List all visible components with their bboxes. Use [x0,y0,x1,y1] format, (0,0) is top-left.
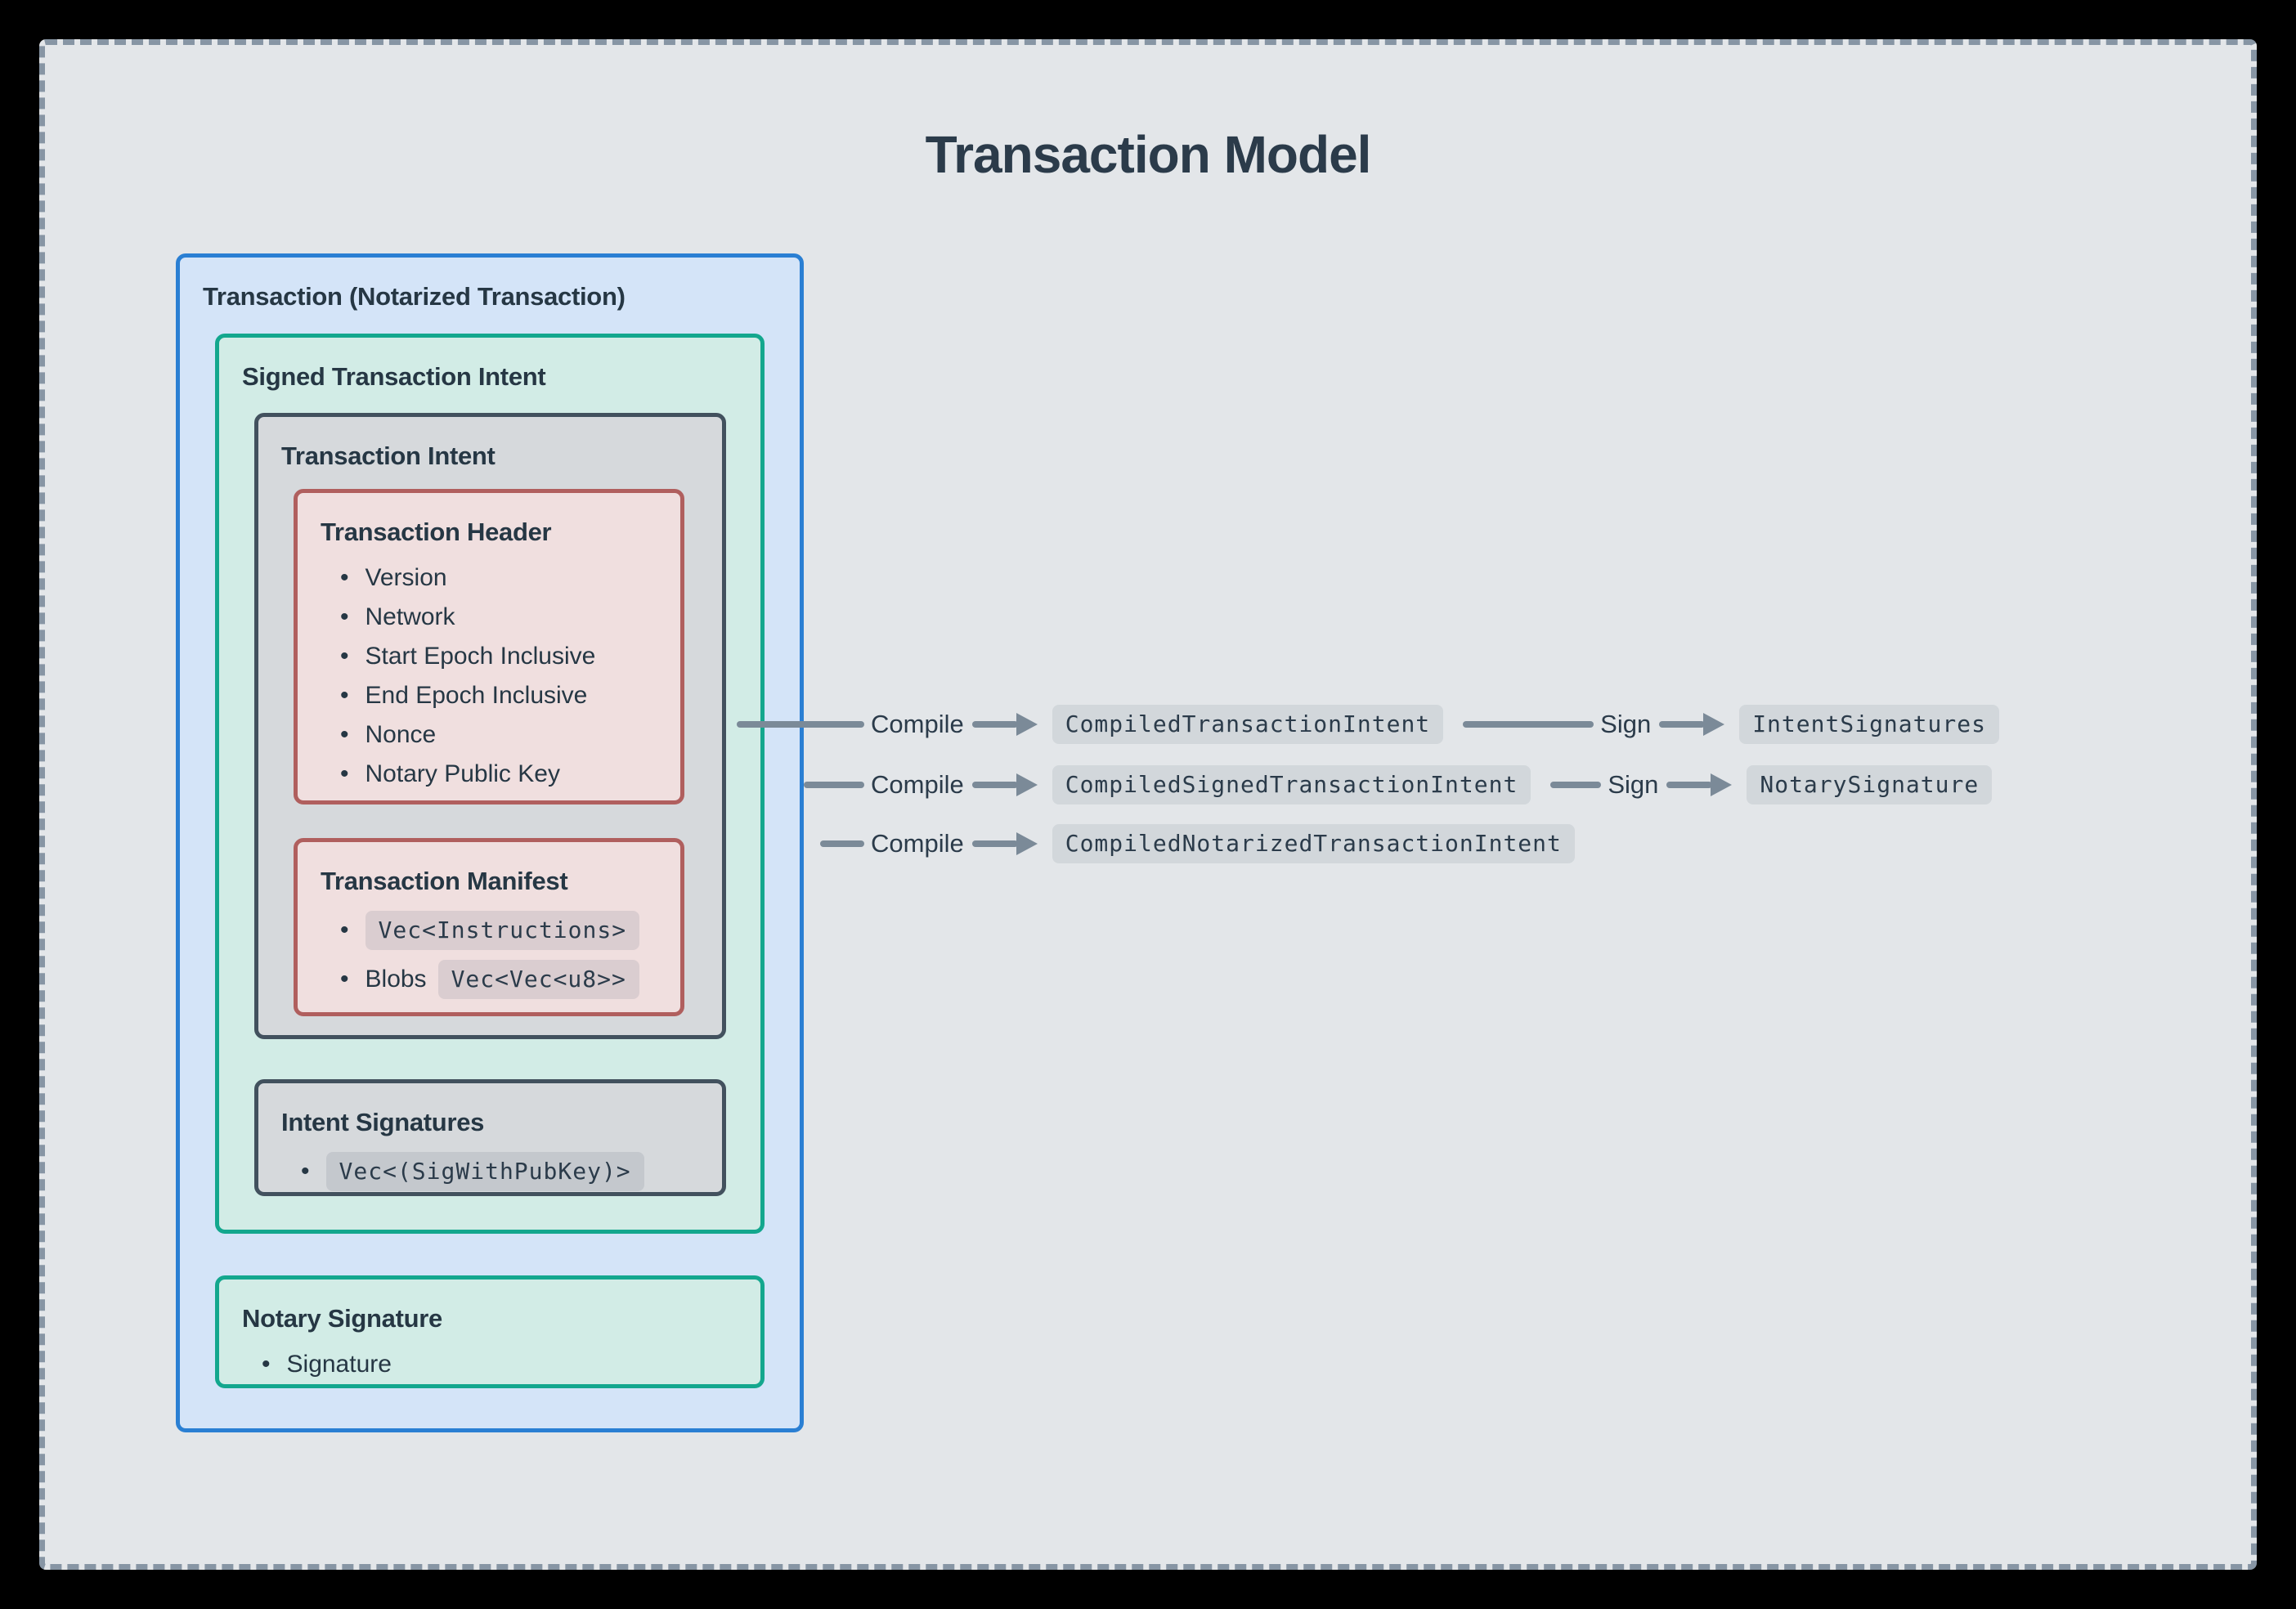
arrow-right-icon [1666,773,1733,796]
list-item: • Signature [262,1345,760,1384]
notary-signature-box: Notary Signature • Signature [215,1275,765,1388]
list-item: • Nonce [340,715,680,755]
bullet-icon: • [340,721,349,748]
transaction-box-label: Transaction (Notarized Transaction) [203,282,626,311]
header-item-version: Version [365,564,447,591]
header-item-end-epoch: End Epoch Inclusive [365,682,588,709]
header-item-start-epoch: Start Epoch Inclusive [365,643,596,670]
bullet-icon: • [340,603,349,630]
code-chip-vec-vec-u8: Vec<Vec<u8>> [437,960,639,999]
arrow-right-icon [971,713,1039,736]
notary-signature-item: Signature [286,1351,392,1378]
transaction-header-box: Transaction Header • Version • Network • St… [294,489,684,804]
signed-transaction-intent-label: Signed Transaction Intent [242,362,546,391]
connector-line [820,840,864,847]
bullet-icon: • [340,643,349,670]
notary-signature-items: • Signature [219,1333,760,1384]
arrow-right-icon [1659,713,1726,736]
bullet-icon: • [262,1351,271,1378]
flow-action-sign: Sign [1600,710,1652,738]
list-item: • Vec<(SigWithPubKey)> [301,1149,722,1194]
code-chip-notary-signature: NotarySignature [1747,765,1993,804]
transaction-header-items: • Version • Network • Start Epoch Inclusive… [298,547,680,794]
list-item: • Version [340,558,680,598]
header-item-nonce: Nonce [365,721,437,748]
code-chip-compiled-transaction-intent: CompiledTransactionIntent [1052,705,1444,744]
flow-row-compile-notarized-transaction-intent: Compile CompiledNotarizedTransactionInte… [820,819,1575,868]
code-chip-compiled-notarized-transaction-intent: CompiledNotarizedTransactionIntent [1052,824,1575,863]
manifest-blobs-text: Blobs [365,966,427,993]
bullet-icon: • [340,760,349,787]
flow-row-compile-transaction-intent: Compile CompiledTransactionIntent Sign I… [737,700,1999,749]
transaction-manifest-items: • Vec<Instructions> • Blobs Vec<Vec<u8>> [298,896,680,1002]
intent-signatures-box: Intent Signatures • Vec<(SigWithPubKey)> [254,1079,726,1196]
bullet-icon: • [301,1158,310,1185]
transaction-manifest-label: Transaction Manifest [321,867,568,895]
flow-action-compile: Compile [871,710,964,738]
transaction-header-label: Transaction Header [321,518,552,546]
transaction-manifest-box: Transaction Manifest • Vec<Instructions>… [294,838,684,1016]
list-item: • End Epoch Inclusive [340,676,680,715]
flow-action-sign: Sign [1608,770,1659,799]
list-item: • Blobs Vec<Vec<u8>> [340,957,680,1002]
connector-line [1550,782,1602,788]
connector-line [804,782,864,788]
bullet-icon: • [340,966,349,993]
header-item-network: Network [365,603,455,630]
bullet-icon: • [340,682,349,709]
arrow-right-icon [971,832,1039,855]
intent-signatures-label: Intent Signatures [281,1108,485,1136]
list-item: • Start Epoch Inclusive [340,637,680,676]
code-chip-vec-instructions: Vec<Instructions> [365,911,640,950]
connector-line [737,721,864,728]
connector-line [1463,721,1594,728]
notary-signature-label: Notary Signature [242,1304,442,1333]
header-item-notary-public-key: Notary Public Key [365,760,560,787]
list-item: • Notary Public Key [340,755,680,794]
flow-row-compile-signed-transaction-intent: Compile CompiledSignedTransactionIntent … [804,760,1993,809]
list-item: • Network [340,598,680,637]
code-chip-vec-sigwithpubkey: Vec<(SigWithPubKey)> [325,1152,644,1191]
arrow-right-icon [971,773,1039,796]
diagram-title: Transaction Model [925,125,1372,184]
code-chip-intent-signatures: IntentSignatures [1739,705,1999,744]
transaction-intent-label: Transaction Intent [281,441,496,470]
flow-action-compile: Compile [871,829,964,858]
bullet-icon: • [340,917,349,943]
code-chip-compiled-signed-transaction-intent: CompiledSignedTransactionIntent [1052,765,1531,804]
list-item: • Vec<Instructions> [340,908,680,953]
intent-signatures-items: • Vec<(SigWithPubKey)> [258,1137,722,1194]
bullet-icon: • [340,564,349,591]
flow-action-compile: Compile [871,770,964,799]
